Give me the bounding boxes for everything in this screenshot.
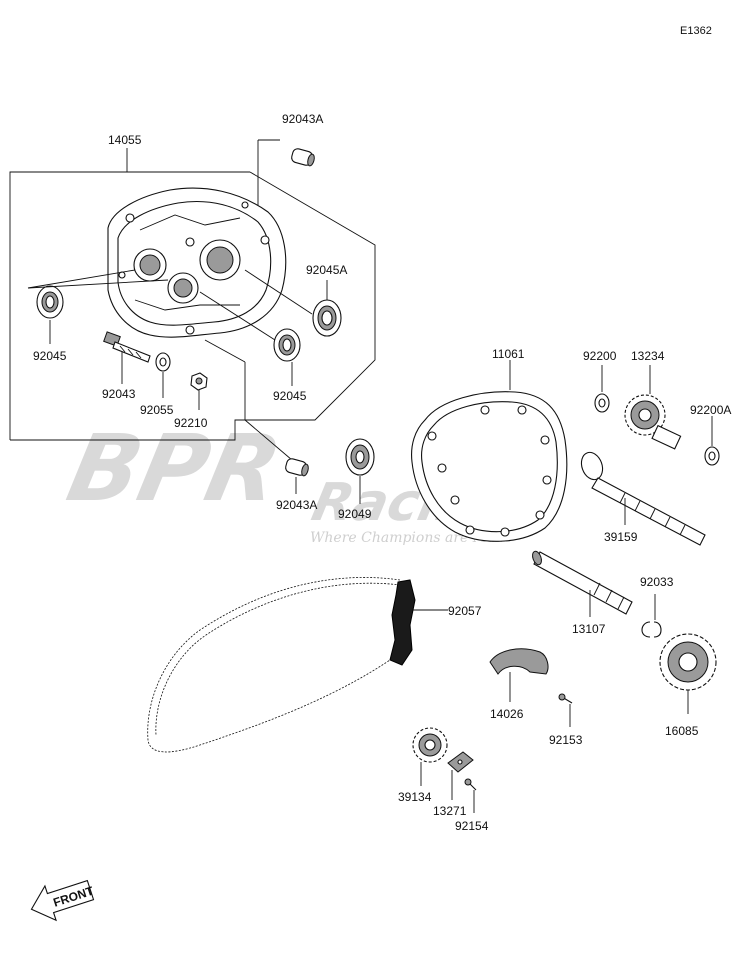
label-13107: 13107 bbox=[572, 622, 606, 636]
bearing-92045-left bbox=[36, 285, 64, 319]
assembly-outline bbox=[9, 139, 376, 441]
shaft-39159 bbox=[580, 451, 706, 546]
label-14055: 14055 bbox=[108, 133, 142, 147]
label-92055: 92055 bbox=[140, 403, 174, 417]
dowel-pin-bottom bbox=[285, 458, 309, 477]
cover-14026 bbox=[489, 648, 549, 675]
label-92045-left: 92045 bbox=[33, 349, 67, 363]
label-92033: 92033 bbox=[640, 575, 674, 589]
label-92200: 92200 bbox=[583, 349, 617, 363]
label-13234: 13234 bbox=[631, 349, 665, 363]
label-92043: 92043 bbox=[102, 387, 136, 401]
label-92045A: 92045A bbox=[306, 263, 347, 277]
label-92049: 92049 bbox=[338, 507, 372, 521]
label-39159: 39159 bbox=[604, 530, 638, 544]
washer-92055 bbox=[155, 352, 171, 372]
label-92154: 92154 bbox=[455, 819, 489, 833]
bolt-92154 bbox=[464, 778, 477, 791]
bearing-92045-mid bbox=[273, 328, 301, 362]
front-direction-arrow: FRONT bbox=[30, 879, 96, 922]
watermark-brand: BPR bbox=[59, 415, 290, 522]
drive-chain-92057 bbox=[147, 577, 416, 753]
washer-92200 bbox=[594, 393, 610, 413]
oil-seal-92049 bbox=[345, 438, 375, 476]
gear-13234 bbox=[624, 394, 682, 450]
sprocket-39134 bbox=[412, 727, 448, 763]
front-arrow-icon bbox=[30, 879, 95, 922]
label-92200A: 92200A bbox=[690, 403, 731, 417]
label-39134: 39134 bbox=[398, 790, 432, 804]
label-92043A-bottom: 92043A bbox=[276, 498, 317, 512]
gasket-11061 bbox=[411, 391, 568, 542]
label-14026: 14026 bbox=[490, 707, 524, 721]
gear-16085 bbox=[659, 633, 717, 691]
diagram-code: E1362 bbox=[680, 25, 712, 37]
label-16085: 16085 bbox=[665, 724, 699, 738]
plate-13271 bbox=[447, 751, 474, 773]
label-92210: 92210 bbox=[174, 416, 208, 430]
label-92043A-top: 92043A bbox=[282, 112, 323, 126]
nut-92210 bbox=[190, 372, 208, 391]
label-92153: 92153 bbox=[549, 733, 583, 747]
shaft-13107 bbox=[532, 550, 633, 615]
dowel-pin-top bbox=[291, 148, 315, 167]
bearing-92045A bbox=[312, 299, 342, 337]
circlip-92033 bbox=[641, 621, 662, 638]
label-11061: 11061 bbox=[492, 347, 525, 361]
bolt-92043 bbox=[103, 331, 151, 363]
bolt-92153 bbox=[558, 693, 573, 704]
label-13271: 13271 bbox=[433, 804, 467, 818]
washer-92200A bbox=[704, 446, 720, 466]
crankcase-cover bbox=[107, 187, 287, 338]
label-92057: 92057 bbox=[448, 604, 482, 618]
label-92045-mid: 92045 bbox=[273, 389, 307, 403]
